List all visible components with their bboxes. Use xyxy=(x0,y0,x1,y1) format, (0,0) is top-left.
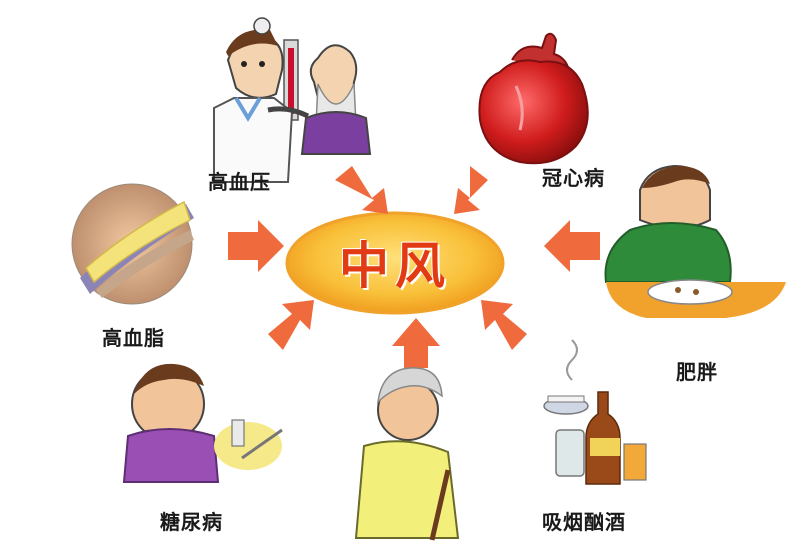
cigarette-and-bottles-illustration xyxy=(543,339,647,485)
heart-illustration xyxy=(478,32,589,165)
arrow-from-coronary xyxy=(454,166,488,214)
obese-man-eating-illustration xyxy=(604,164,786,318)
label-smoking-drinking: 吸烟酗酒 xyxy=(542,510,626,534)
clogged-artery-illustration xyxy=(71,183,194,305)
arrow-from-diabetes xyxy=(268,300,314,350)
label-hypertension: 高血压 xyxy=(208,170,271,194)
label-diabetes: 糖尿病 xyxy=(160,510,223,534)
arrow-from-hyperlipidemia xyxy=(228,220,284,272)
arrow-from-aging xyxy=(392,318,440,368)
arrow-from-obesity xyxy=(544,220,600,272)
doctor-measuring-blood-pressure-illustration xyxy=(213,17,372,183)
center-title: 中风 xyxy=(339,237,451,295)
center-ellipse xyxy=(285,211,505,315)
label-hyperlipidemia: 高血脂 xyxy=(102,326,165,350)
arrow-from-hypertension xyxy=(335,166,388,214)
sick-child-with-syringe-illustration xyxy=(122,363,283,483)
label-coronary: 冠心病 xyxy=(542,166,605,190)
elderly-woman-with-cane-illustration xyxy=(354,367,460,541)
label-obesity: 肥胖 xyxy=(676,360,718,384)
arrow-from-smoking xyxy=(481,300,527,350)
